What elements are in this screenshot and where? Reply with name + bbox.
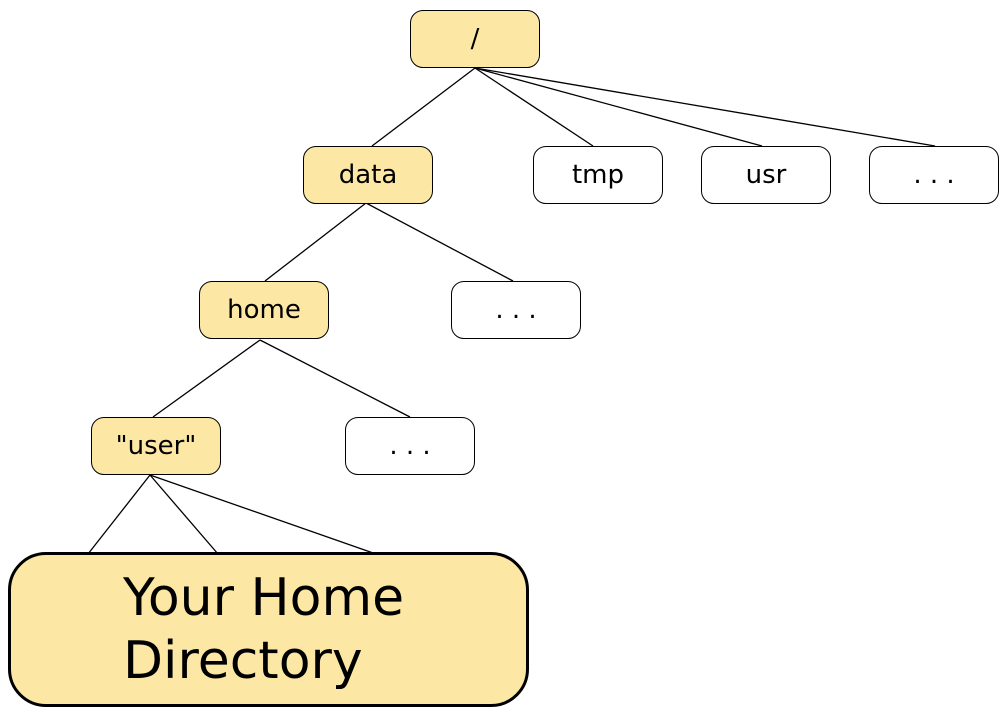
edge-root-usr bbox=[474, 67, 763, 147]
edge-home-user bbox=[152, 339, 261, 418]
node-data-more-label: . . . bbox=[495, 295, 537, 325]
edge-root-data bbox=[371, 67, 476, 147]
node-root-more-label: . . . bbox=[913, 160, 955, 190]
edge-home-more bbox=[259, 339, 411, 418]
node-usr: usr bbox=[701, 146, 831, 204]
node-tmp: tmp bbox=[533, 146, 663, 204]
edge-root-tmp bbox=[474, 67, 594, 147]
node-user-label: "user" bbox=[115, 431, 197, 461]
edge-data-home bbox=[264, 202, 367, 282]
edge-user-homedir-1 bbox=[87, 474, 151, 555]
node-home-more-label: . . . bbox=[389, 431, 431, 461]
edge-root-more bbox=[474, 67, 936, 147]
node-data-more: . . . bbox=[451, 281, 581, 339]
node-user: "user" bbox=[91, 417, 221, 475]
edge-data-more bbox=[365, 202, 514, 282]
node-data-label: data bbox=[338, 160, 398, 190]
node-data: data bbox=[303, 146, 433, 204]
node-your-home-directory-label: Your Home Directory bbox=[123, 568, 405, 691]
edge-user-homedir-3 bbox=[149, 474, 377, 555]
edge-user-homedir-2 bbox=[149, 474, 219, 555]
node-root-more: . . . bbox=[869, 146, 999, 204]
node-tmp-label: tmp bbox=[571, 160, 625, 190]
node-home-more: . . . bbox=[345, 417, 475, 475]
node-home-label: home bbox=[227, 295, 301, 325]
node-root: / bbox=[410, 10, 540, 68]
node-home: home bbox=[199, 281, 329, 339]
node-your-home-directory: Your Home Directory bbox=[8, 552, 529, 707]
node-root-label: / bbox=[470, 24, 480, 54]
node-usr-label: usr bbox=[745, 160, 787, 190]
